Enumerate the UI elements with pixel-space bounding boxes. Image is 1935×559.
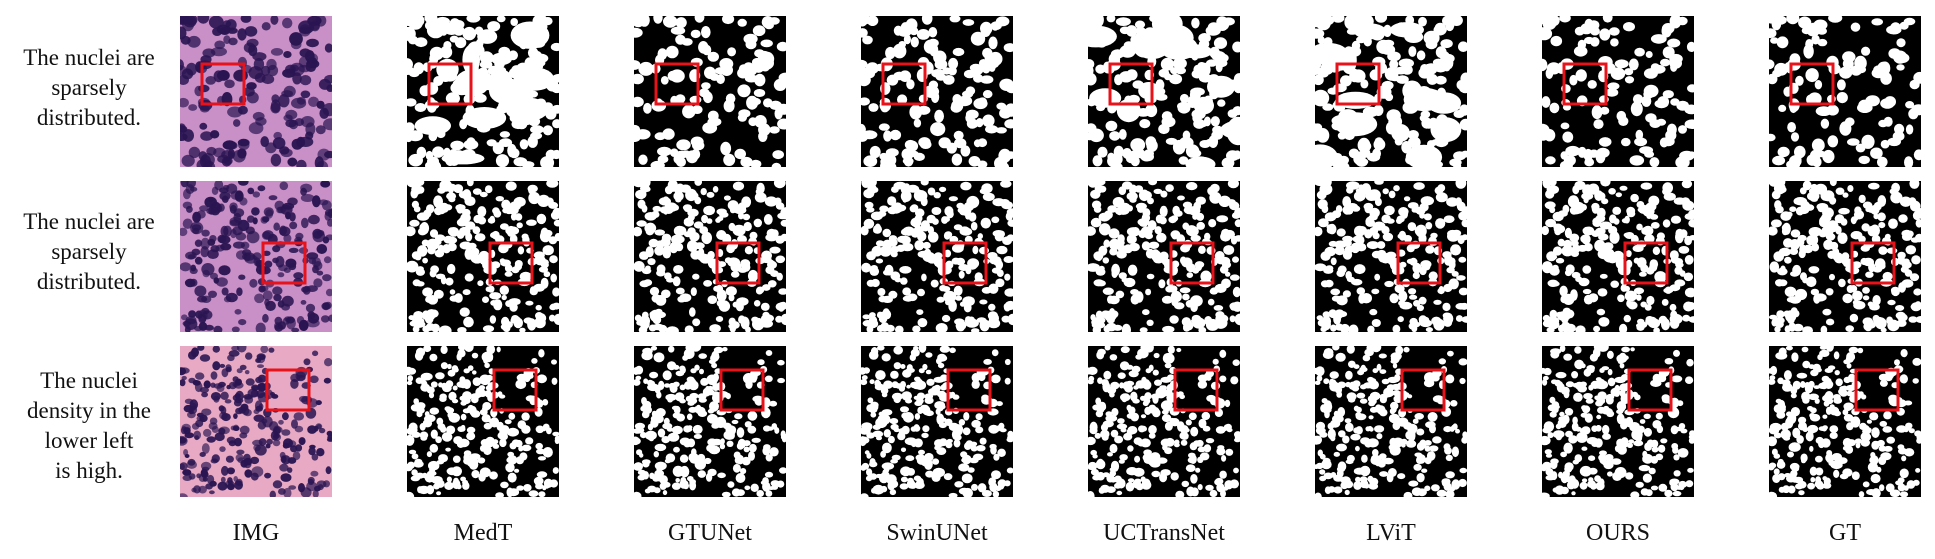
highlight-box — [946, 368, 992, 412]
highlight-box — [1400, 368, 1446, 412]
panel-img-row-3 — [180, 346, 332, 497]
highlight-box — [1623, 241, 1669, 285]
panel-swinunet-row-1 — [861, 16, 1013, 167]
column-label-uctransnet: UCTransNet — [1103, 520, 1225, 546]
highlight-box — [1108, 62, 1154, 106]
panel-gtunet-row-1 — [634, 16, 786, 167]
highlight-box — [427, 62, 473, 106]
panel-gtunet-row-2 — [634, 181, 786, 332]
highlight-box — [1173, 368, 1219, 412]
row-caption-3: The nuclei density in the lower left is … — [27, 368, 151, 483]
panel-lvit-row-1 — [1315, 16, 1467, 167]
highlight-box — [1562, 62, 1608, 106]
panel-gt-row-1 — [1769, 16, 1921, 167]
row-caption-1: The nuclei are sparsely distributed. — [23, 45, 155, 130]
highlight-box — [715, 241, 761, 285]
column-label-swinunet: SwinUNet — [886, 520, 988, 546]
highlight-box — [261, 241, 307, 285]
highlight-box — [1850, 241, 1896, 285]
highlight-box — [881, 62, 927, 106]
panel-medt-row-1 — [407, 16, 559, 167]
panel-swinunet-row-3 — [861, 346, 1013, 497]
panel-uctransnet-row-1 — [1088, 16, 1240, 167]
highlight-box — [654, 62, 700, 106]
column-label-gt: GT — [1829, 520, 1861, 546]
panel-img-row-2 — [180, 181, 332, 332]
row-caption-2: The nuclei are sparsely distributed. — [23, 209, 155, 294]
panel-medt-row-3 — [407, 346, 559, 497]
column-label-ours: OURS — [1585, 520, 1651, 546]
panel-uctransnet-row-3 — [1088, 346, 1240, 497]
panel-ours-row-3 — [1542, 346, 1694, 497]
panel-lvit-row-3 — [1315, 346, 1467, 497]
highlight-box — [488, 241, 534, 285]
panel-medt-row-2 — [407, 181, 559, 332]
panel-ours-row-1 — [1542, 16, 1694, 167]
highlight-box — [1335, 62, 1381, 106]
highlight-box — [265, 368, 311, 412]
highlight-box — [1396, 241, 1442, 285]
highlight-box — [942, 241, 988, 285]
highlight-box — [1169, 241, 1215, 285]
panel-gt-row-2 — [1769, 181, 1921, 332]
highlight-box — [719, 368, 765, 412]
highlight-box — [200, 62, 246, 106]
panel-uctransnet-row-2 — [1088, 181, 1240, 332]
highlight-box — [1854, 368, 1900, 412]
panel-swinunet-row-2 — [861, 181, 1013, 332]
column-label-medt: MedT — [453, 520, 513, 546]
panel-gt-row-3 — [1769, 346, 1921, 497]
column-label-img: IMG — [232, 520, 280, 546]
highlight-box — [1789, 62, 1835, 106]
panel-gtunet-row-3 — [634, 346, 786, 497]
panel-ours-row-2 — [1542, 181, 1694, 332]
column-label-lvit: LViT — [1366, 520, 1416, 546]
panel-img-row-1 — [180, 16, 332, 167]
highlight-box — [1627, 368, 1673, 412]
panel-lvit-row-2 — [1315, 181, 1467, 332]
highlight-box — [492, 368, 538, 412]
column-label-gtunet: GTUNet — [668, 520, 752, 546]
